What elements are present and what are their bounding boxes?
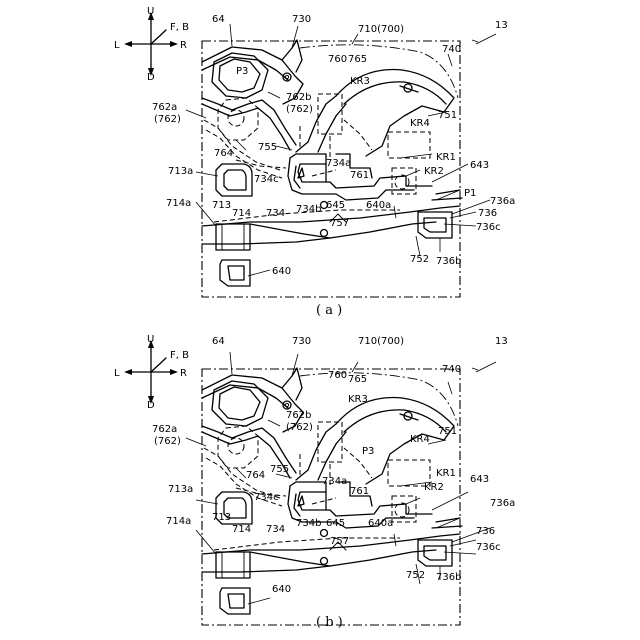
label-kr4: KR4 [410,434,430,445]
label-64: 64 [212,336,225,347]
label-755: 755 [258,142,277,153]
label-757: 757 [330,218,349,229]
label-761: 761 [350,170,369,181]
label-713a: 713a [168,166,193,177]
label-736: 736 [476,526,495,537]
label-kr1: KR1 [436,152,456,163]
label-765: 765 [348,374,367,385]
label-730: 730 [292,14,311,25]
label-734a: 734a [322,476,347,487]
label-751: 751 [438,110,457,121]
label-p1: P1 [464,188,476,199]
label-764: 764 [246,470,265,481]
label-736c: 736c [476,542,501,553]
dir-up-b: U [147,334,154,345]
label-p3: P3 [236,66,248,77]
label-640a: 640a [366,200,391,211]
label-734: 734 [266,208,285,219]
dir-left: L [114,40,120,51]
label-643: 643 [470,160,489,171]
label-714: 714 [232,208,251,219]
label-762b: 762b [286,410,311,421]
dir-right: R [180,40,187,51]
dir-down: D [147,72,155,83]
label-752: 752 [406,570,425,581]
label-64: 64 [212,14,225,25]
label-762a-sub: (762) [154,436,181,447]
label-640: 640 [272,584,291,595]
label-762b: 762b [286,92,311,103]
label-640: 640 [272,266,291,277]
label-645: 645 [326,200,345,211]
dir-right-b: R [180,368,187,379]
label-734c: 734c [254,492,279,503]
label-762a: 762a [152,424,177,435]
label-762b-sub: (762) [286,422,313,433]
label-762a: 762a [152,102,177,113]
label-764: 764 [214,148,233,159]
dir-down-b: D [147,400,155,411]
label-734: 734 [266,524,285,535]
label-kr3: KR3 [350,76,370,87]
label-kr2: KR2 [424,482,444,493]
label-710: 710(700) [358,24,404,35]
label-740: 740 [442,364,461,375]
dir-fb: F, B [170,22,189,33]
label-713: 713 [212,200,231,211]
label-714a: 714a [166,198,191,209]
label-730: 730 [292,336,311,347]
label-734b: 734b [296,204,321,215]
label-p3: P3 [362,446,374,457]
label-736a: 736a [490,196,515,207]
label-640a: 640a [368,518,393,529]
label-736a: 736a [490,498,515,509]
label-713a: 713a [168,484,193,495]
label-762a-sub: (762) [154,114,181,125]
figure-ref-b: 13 [495,336,508,347]
label-740: 740 [442,44,461,55]
label-645: 645 [326,518,345,529]
label-734c: 734c [254,174,279,185]
label-734b: 734b [296,518,321,529]
label-714a: 714a [166,516,191,527]
label-kr4: KR4 [410,118,430,129]
label-kr2: KR2 [424,166,444,177]
label-761: 761 [350,486,369,497]
label-kr1: KR1 [436,468,456,479]
label-643: 643 [470,474,489,485]
dir-up: U [147,6,154,17]
caption-b: ( b ) [316,615,343,630]
label-762b-sub: (762) [286,104,313,115]
label-760: 760 [328,370,347,381]
dir-fb-b: F, B [170,350,189,361]
label-736b: 736b [436,256,461,267]
panel-a-labels: 13 U D L R F, B 64 730 710(700) 740 760 … [114,6,515,318]
label-kr3: KR3 [348,394,368,405]
label-714: 714 [232,524,251,535]
label-710: 710(700) [358,336,404,347]
label-752: 752 [410,254,429,265]
label-736b: 736b [436,572,461,583]
label-734a: 734a [326,158,351,169]
label-751: 751 [438,426,457,437]
label-736c: 736c [476,222,501,233]
label-755: 755 [270,464,289,475]
figure-ref: 13 [495,20,508,31]
caption-a: ( a ) [316,303,342,318]
label-760: 760 [328,54,347,65]
label-736: 736 [478,208,497,219]
dir-left-b: L [114,368,120,379]
label-713: 713 [212,512,231,523]
label-765: 765 [348,54,367,65]
label-757: 757 [330,536,349,547]
